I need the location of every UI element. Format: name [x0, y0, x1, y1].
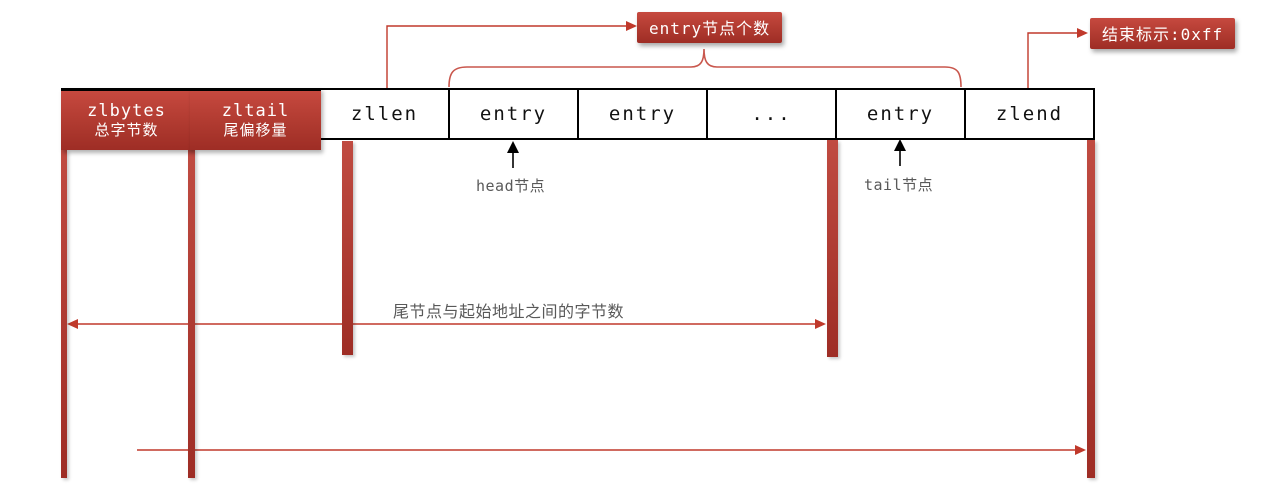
- zlend-callout-arrow: [1027, 28, 1088, 88]
- cell-entry-1: entry: [448, 88, 579, 140]
- head-node-label: head节点: [476, 177, 546, 195]
- cell-zllen: zllen: [319, 88, 450, 140]
- tail-node-label: tail节点: [864, 176, 934, 194]
- entries-brace: [448, 48, 962, 88]
- total-span-arrow: [137, 445, 1086, 455]
- marker-bar-tail-entry: [827, 140, 838, 357]
- cell-ellipsis: ...: [706, 88, 837, 140]
- cell-entry-tail: entry: [835, 88, 966, 140]
- marker-bar-zltail: [188, 150, 195, 478]
- head-arrow-icon: [507, 141, 519, 168]
- cell-zlbytes-sublabel: 总字节数: [94, 121, 159, 139]
- tail-offset-arrow: [67, 319, 826, 329]
- marker-bar-zllen: [342, 141, 353, 355]
- cell-zltail-label: zltail: [221, 101, 290, 121]
- zllen-callout-arrow: [386, 21, 637, 88]
- marker-bar-end: [1087, 140, 1095, 478]
- cell-zltail-sublabel: 尾偏移量: [223, 121, 288, 139]
- ziplist-cell-row: zlbytes 总字节数 zltail 尾偏移量 zllen entry ent…: [61, 88, 1095, 150]
- cell-zlbytes-label: zlbytes: [87, 101, 166, 121]
- marker-bar-start: [61, 150, 67, 478]
- entry-count-callout: entry节点个数: [637, 12, 783, 43]
- tail-offset-label: 尾节点与起始地址之间的字节数: [393, 302, 625, 321]
- tail-arrow-icon: [894, 139, 906, 166]
- cell-zltail: zltail 尾偏移量: [190, 88, 321, 150]
- cell-entry-2: entry: [577, 88, 708, 140]
- cell-zlbytes: zlbytes 总字节数: [61, 88, 192, 150]
- cell-zlend: zlend: [964, 88, 1095, 140]
- end-marker-callout: 结束标示:0xff: [1090, 18, 1236, 49]
